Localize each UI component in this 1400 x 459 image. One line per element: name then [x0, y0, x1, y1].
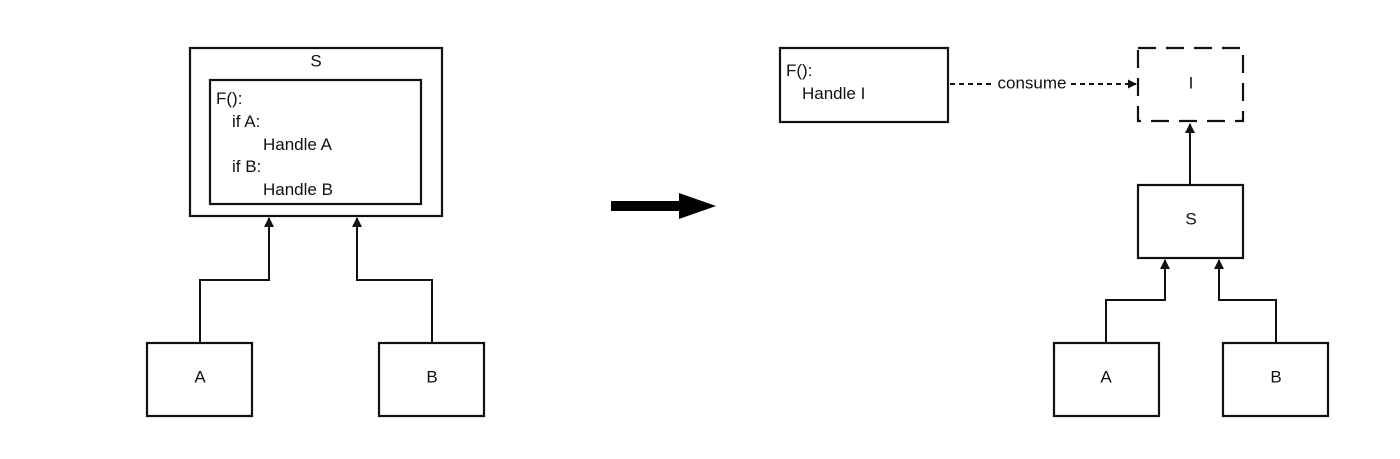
right-box-a: [1052, 341, 1161, 418]
right-b-to-s-connector: [1214, 259, 1277, 343]
left-code-line-1: F():: [216, 89, 242, 108]
left-code-block-box: [208, 78, 423, 206]
left-box-b-label: B: [426, 367, 437, 386]
transformation-arrow: [611, 193, 716, 219]
left-b-to-s-connector: [352, 217, 433, 343]
right-box-a-label: A: [1100, 367, 1112, 386]
right-function-box: [778, 46, 950, 124]
interface-i-label: I: [1189, 73, 1194, 92]
consume-label: consume: [998, 73, 1067, 92]
left-code-line-3: Handle A: [263, 135, 333, 154]
right-diagram: F(): Handle I consume I S A B: [778, 46, 1330, 418]
left-code-line-2: if A:: [232, 112, 260, 131]
left-diagram: S F(): if A: Handle A if B: Handle B A B: [145, 46, 486, 418]
left-a-to-s-connector: [199, 217, 274, 343]
right-s-label: S: [1185, 209, 1196, 228]
transformation-arrow-head: [679, 193, 716, 219]
left-box-b: [377, 341, 486, 418]
right-s-box: [1136, 183, 1245, 260]
right-box-b: [1221, 341, 1330, 418]
transformation-arrow-shaft: [611, 201, 679, 211]
right-function-line-1: F():: [786, 61, 812, 80]
right-function-line-2: Handle I: [802, 84, 865, 103]
left-s-label: S: [310, 51, 321, 70]
left-code-line-5: Handle B: [263, 180, 333, 199]
left-box-a-label: A: [194, 367, 206, 386]
right-box-b-label: B: [1270, 367, 1281, 386]
right-a-to-s-connector: [1105, 259, 1170, 343]
interface-i-box: [1136, 46, 1245, 123]
left-code-line-4: if B:: [232, 157, 261, 176]
